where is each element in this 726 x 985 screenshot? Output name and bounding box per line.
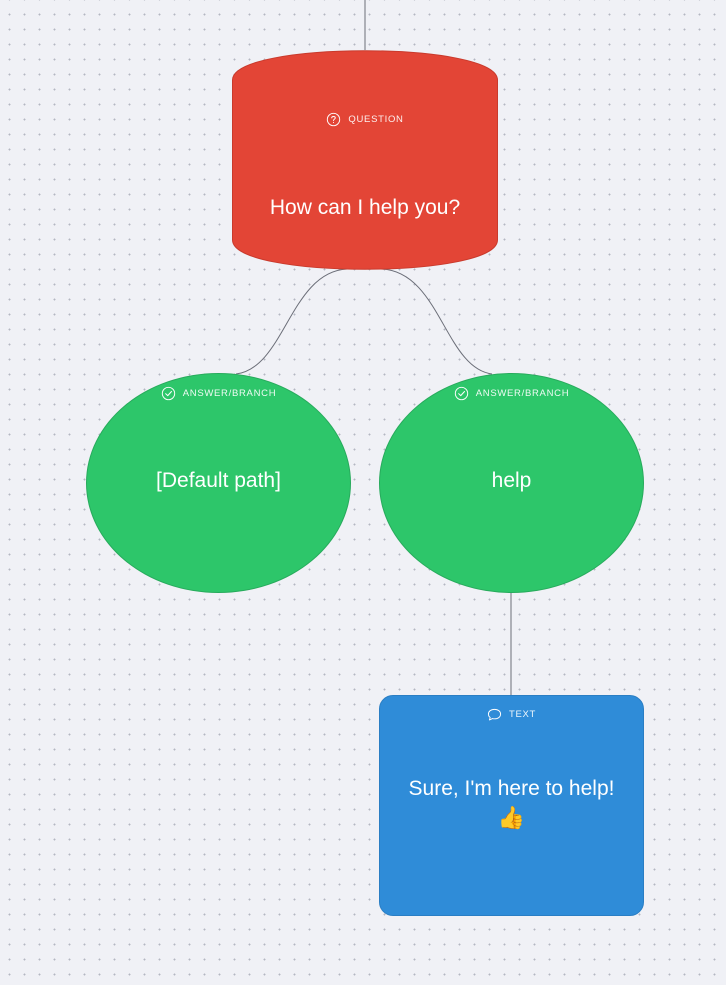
connector-question-to-help: [381, 268, 493, 375]
check-circle-icon: [454, 386, 468, 401]
answer-node-text: help: [491, 469, 532, 492]
thumbs-up-emoji: 👍: [497, 805, 526, 830]
answer-node-tag: ANSWER/BRANCH: [380, 386, 643, 401]
question-node-tag: QUESTION: [232, 112, 498, 127]
text-node[interactable]: TEXT Sure, I'm here to help! 👍: [379, 695, 644, 916]
answer-node-tag: ANSWER/BRANCH: [87, 386, 350, 401]
answer-node-help[interactable]: ANSWER/BRANCH help: [379, 373, 644, 593]
answer-node-type-label: ANSWER/BRANCH: [475, 388, 570, 399]
question-circle-icon: [327, 112, 341, 127]
check-circle-icon: [161, 386, 175, 401]
speech-bubble-icon: [487, 708, 502, 721]
text-node-text: Sure, I'm here to help!: [408, 777, 615, 800]
question-node-shape: [232, 50, 498, 270]
text-node-tag: TEXT: [380, 707, 643, 722]
answer-node-text: [Default path]: [156, 469, 281, 492]
connector-question-to-default-path: [235, 268, 348, 375]
answer-node-type-label: ANSWER/BRANCH: [182, 388, 277, 399]
question-node[interactable]: QUESTION How can I help you?: [232, 50, 498, 270]
answer-node-default-path[interactable]: ANSWER/BRANCH [Default path]: [86, 373, 351, 593]
text-node-message: Sure, I'm here to help! 👍: [390, 774, 633, 833]
text-node-type-label: TEXT: [508, 709, 537, 720]
question-node-type-label: QUESTION: [348, 114, 404, 125]
question-node-text: How can I help you?: [269, 196, 461, 219]
